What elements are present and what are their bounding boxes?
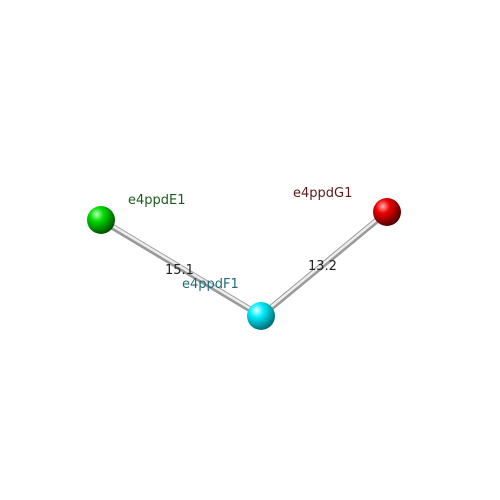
node-e4ppdG1[interactable] — [373, 198, 401, 226]
node-e4ppdE1[interactable] — [87, 206, 115, 234]
edge-label-e4ppdE1-e4ppdF1: 15.1 — [165, 263, 194, 278]
edge-highlight-e4ppdF1-e4ppdG1 — [259, 209, 389, 317]
node-e4ppdF1[interactable] — [247, 302, 275, 330]
node-label-e4ppdG1: e4ppdG1 — [293, 186, 352, 201]
node-label-e4ppdF1: e4ppdF1 — [182, 277, 239, 292]
edge-e4ppdE1-e4ppdF1 — [98, 217, 264, 319]
edge-label-e4ppdF1-e4ppdG1: 13.2 — [308, 259, 337, 274]
edge-e4ppdF1-e4ppdG1 — [258, 209, 390, 319]
node-label-e4ppdE1: e4ppdE1 — [128, 193, 186, 208]
edge-highlight-e4ppdE1-e4ppdF1 — [99, 217, 263, 317]
